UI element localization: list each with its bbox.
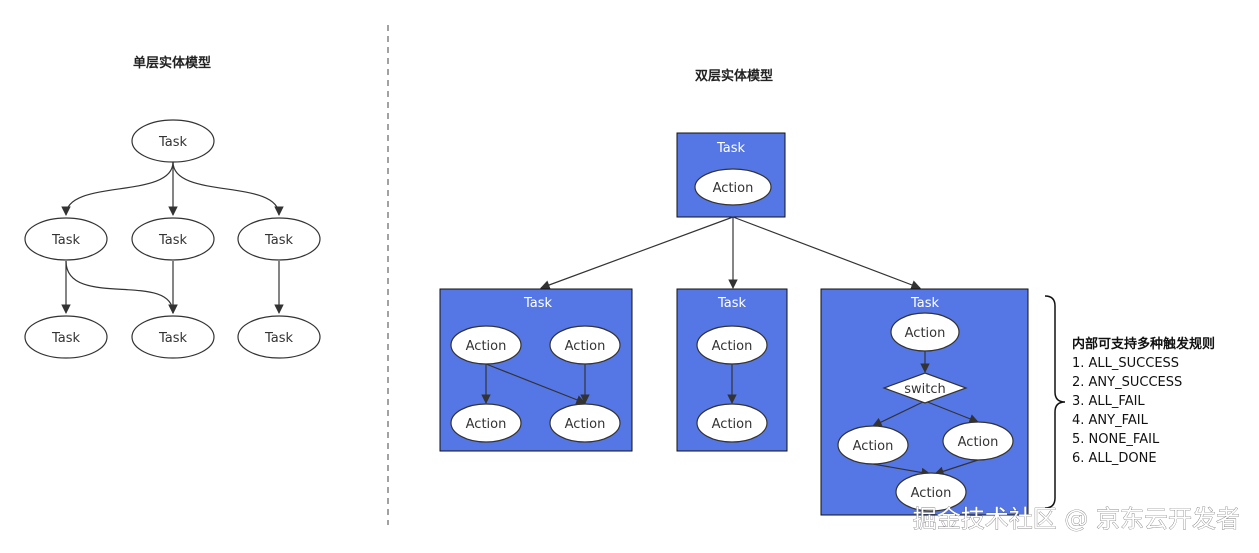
single-task-bottom-right: Task — [237, 315, 321, 359]
double-top-edges — [540, 216, 921, 290]
task-label: Task — [51, 233, 81, 248]
single-layer-edges — [61, 161, 284, 314]
edge-left-to-bottom-mid — [65, 260, 178, 314]
action-label: Action — [958, 435, 999, 450]
double-layer-title: 双层实体模型 — [695, 68, 773, 84]
edge-root-to-task-right — [172, 161, 284, 216]
task-label: Task — [264, 233, 294, 248]
double-task-top-box: Task Action — [676, 132, 786, 218]
task-box-title: Task — [910, 296, 940, 311]
task-label: Task — [158, 233, 188, 248]
task-box-title: Task — [717, 296, 747, 311]
single-task-left: Task — [24, 217, 108, 261]
single-task-root: Task — [131, 119, 215, 163]
edge-top-to-left-box — [540, 216, 734, 290]
single-task-bottom-left: Task — [24, 315, 108, 359]
single-task-right: Task — [237, 217, 321, 261]
action-label: Action — [712, 339, 753, 354]
single-layer-title: 单层实体模型 — [133, 55, 211, 71]
single-task-bottom-mid: Task — [131, 315, 215, 359]
rule-item: 4. ANY_FAIL — [1072, 413, 1149, 428]
watermark: 掘金技术社区 @ 京东云开发者 — [913, 505, 1240, 533]
double-task-right-box: Task Action switch Action Action Action — [820, 288, 1029, 516]
trigger-rules: 内部可支持多种触发规则 1. ALL_SUCCESS 2. ANY_SUCCES… — [1072, 336, 1215, 466]
switch-label: switch — [904, 382, 946, 397]
task-label: Task — [158, 135, 188, 150]
switch-diamond — [882, 372, 968, 404]
rule-item: 2. ANY_SUCCESS — [1072, 375, 1182, 390]
rule-item: 3. ALL_FAIL — [1072, 394, 1145, 409]
task-label: Task — [158, 331, 188, 346]
action-label: Action — [565, 339, 606, 354]
edge-root-to-task-left — [61, 161, 174, 216]
rules-heading: 内部可支持多种触发规则 — [1072, 336, 1215, 352]
action-label: Action — [713, 181, 754, 196]
single-task-mid: Task — [131, 217, 215, 261]
task-label: Task — [51, 331, 81, 346]
action-label: Action — [565, 417, 606, 432]
double-task-left-box: Task Action Action Action Action — [439, 288, 633, 452]
action-label: Action — [853, 439, 894, 454]
double-task-mid-box: Task Action Action — [676, 288, 788, 452]
rule-item: 1. ALL_SUCCESS — [1072, 356, 1179, 371]
action-label: Action — [905, 326, 946, 341]
curly-brace — [1044, 295, 1066, 509]
action-label: Action — [911, 486, 952, 501]
task-box-title: Task — [716, 141, 746, 156]
rule-item: 6. ALL_DONE — [1072, 451, 1157, 466]
edge-top-to-right-box — [732, 216, 921, 290]
action-label: Action — [466, 417, 507, 432]
action-label: Action — [712, 417, 753, 432]
action-label: Action — [466, 339, 507, 354]
task-label: Task — [264, 331, 294, 346]
task-box-title: Task — [523, 296, 553, 311]
rule-item: 5. NONE_FAIL — [1072, 432, 1160, 447]
